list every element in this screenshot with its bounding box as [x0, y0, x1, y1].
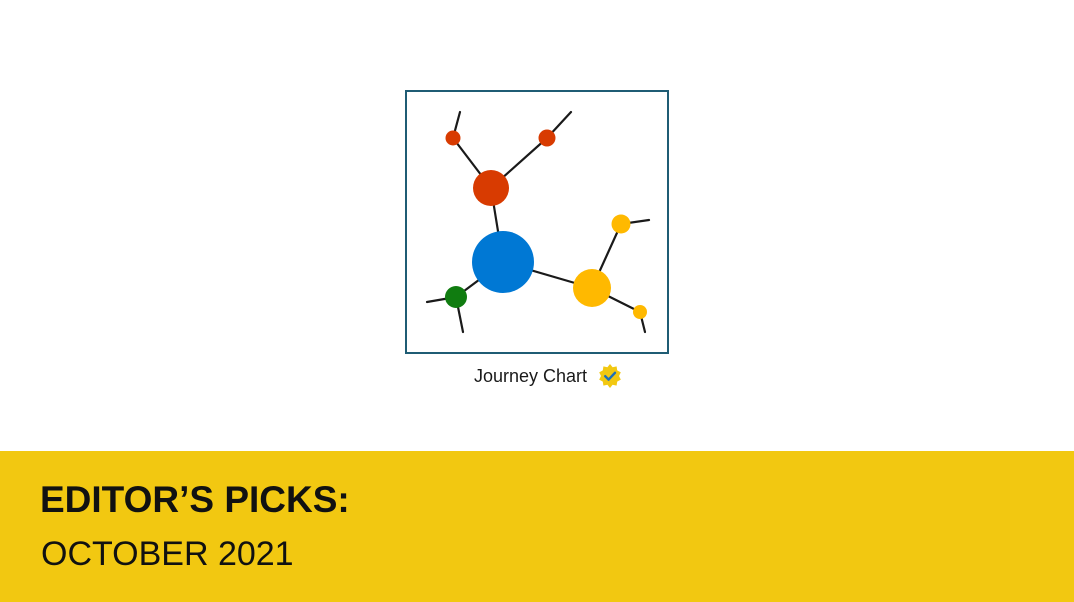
red-leaf-node [445, 130, 461, 146]
network-graph-icon [425, 110, 651, 334]
visual-caption: Journey Chart [474, 364, 623, 388]
red-node [473, 170, 509, 206]
yellow-node [573, 269, 611, 307]
banner-subtitle: OCTOBER 2021 [41, 535, 294, 573]
green-node [445, 286, 467, 308]
banner-title: EDITOR’S PICKS: [40, 479, 350, 520]
red-leaf-node [538, 129, 556, 147]
hub-node [472, 231, 534, 293]
certified-badge-icon [597, 363, 623, 389]
visual-name[interactable]: Journey Chart [474, 366, 588, 386]
yellow-leaf-node [633, 305, 647, 319]
journey-chart-thumbnail[interactable] [405, 90, 669, 354]
editors-picks-banner: EDITOR’S PICKS: OCTOBER 2021 [0, 451, 1074, 602]
yellow-leaf-node [611, 214, 631, 234]
